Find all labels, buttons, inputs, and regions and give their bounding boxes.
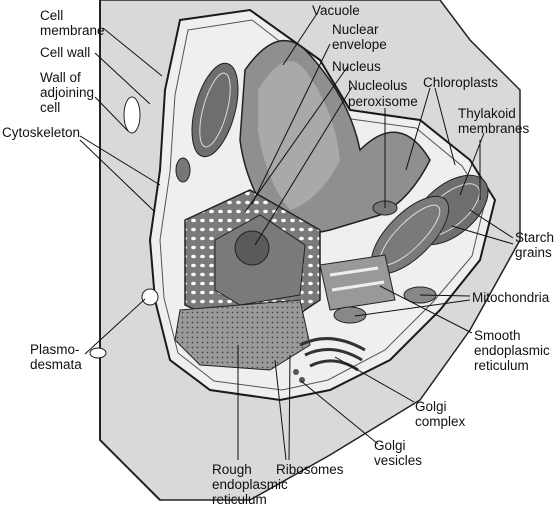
label-cell-membrane: Cell membrane (40, 8, 105, 38)
label-cell-wall: Cell wall (40, 45, 91, 60)
label-plasmodesmata: Plasmo- desmata (30, 342, 82, 372)
label-nuclear-envelope: Nuclear envelope (332, 22, 387, 52)
label-cytoskeleton: Cytoskeleton (2, 125, 81, 140)
label-smooth-er: Smooth endoplasmic reticulum (474, 328, 550, 373)
label-golgi-complex: Golgi complex (415, 399, 466, 429)
leader-lines (79, 11, 514, 461)
label-wall-of-adjoining-cell: Wall of adjoining cell (40, 70, 95, 115)
plasmodesmata (89, 96, 159, 359)
label-nucleolus: Nucleolus (348, 78, 408, 93)
label-starch-grains: Starch grains (515, 230, 555, 260)
label-golgi-vesicles: Golgi vesicles (374, 438, 423, 468)
label-ribosomes: Ribosomes (276, 462, 344, 477)
chloroplast-group (191, 62, 489, 275)
label-nucleus: Nucleus (332, 59, 381, 74)
label-thylakoid-membranes: Thylakoid membranes (458, 106, 530, 136)
smooth-er (319, 254, 396, 311)
label-vacuole: Vacuole (312, 3, 360, 18)
label-rough-er: Rough endoplasmic reticulum (212, 462, 288, 507)
label-mitochondria: Mitochondria (472, 290, 550, 305)
label-chloroplasts: Chloroplasts (423, 75, 499, 90)
label-peroxisome: peroxisome (348, 94, 418, 109)
nucleus (174, 189, 321, 371)
